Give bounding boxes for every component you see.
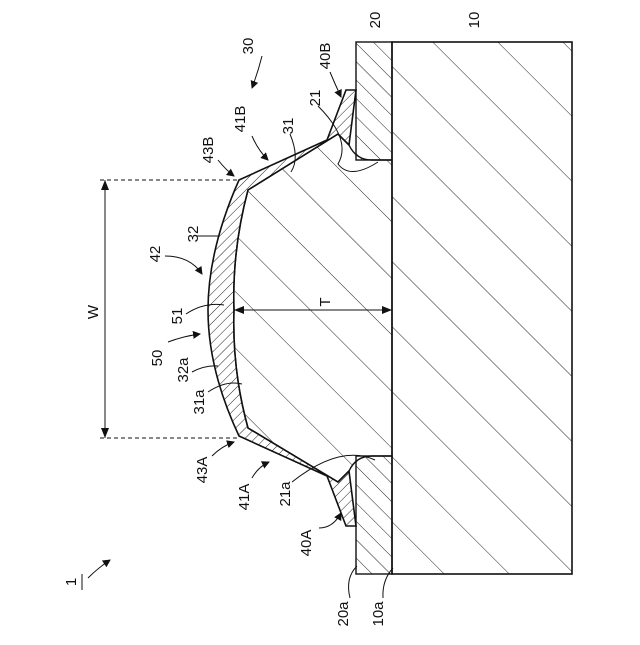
leader-l41A <box>252 462 269 478</box>
label-50: 50 <box>149 350 166 367</box>
label-10: 10 <box>466 12 483 29</box>
label-W: W <box>85 304 102 319</box>
leader-l41B <box>252 136 268 160</box>
leader-l42 <box>165 256 202 274</box>
leader-l1 <box>88 560 110 578</box>
label-42: 42 <box>147 246 164 263</box>
label-30: 30 <box>240 38 257 55</box>
label-43A: 43A <box>194 457 211 484</box>
label-21a: 21a <box>277 481 294 507</box>
core-31 <box>234 134 392 482</box>
label-41B: 41B <box>232 106 249 133</box>
label-51: 51 <box>169 308 186 325</box>
label-20: 20 <box>367 12 384 29</box>
layer-20-bottom-pad <box>356 456 392 574</box>
label-20a: 20a <box>335 601 352 627</box>
substrate-10 <box>392 42 572 574</box>
leader-l43B <box>218 160 234 176</box>
layer-20-top-pad <box>356 42 392 160</box>
label-31a: 31a <box>191 389 208 415</box>
label-32a: 32a <box>175 357 192 383</box>
label-21: 21 <box>307 90 324 107</box>
leader-l40B <box>330 72 341 97</box>
label-32: 32 <box>185 226 202 243</box>
leader-l40A <box>319 513 341 528</box>
label-1: 1 <box>63 578 80 586</box>
leader-l50 <box>168 334 200 342</box>
label-10a: 10a <box>370 601 387 627</box>
label-43B: 43B <box>200 137 217 164</box>
w-arrow-bottom <box>101 428 109 438</box>
label-40A: 40A <box>298 530 315 557</box>
label-31: 31 <box>280 118 297 135</box>
leader-l30 <box>252 56 262 88</box>
label-41A: 41A <box>236 484 253 511</box>
w-arrow-top <box>101 180 109 190</box>
leader-l43A <box>212 442 234 456</box>
label-40B: 40B <box>317 43 334 70</box>
label-T: T <box>317 297 334 306</box>
